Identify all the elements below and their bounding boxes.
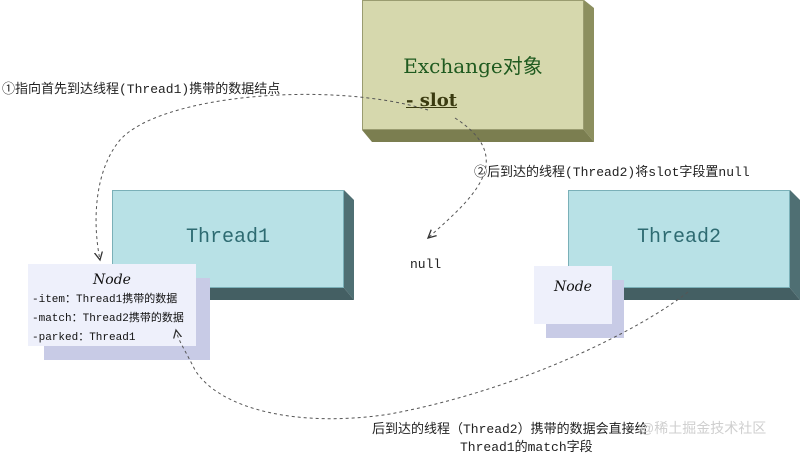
exchange-slot-field: - slot (406, 90, 458, 111)
annotation-step1: ①指向首先到达线程(Thread1)携带的数据结点 (2, 82, 281, 97)
thread1-label: Thread1 (185, 226, 270, 249)
node1-title: Node (93, 272, 131, 288)
arrow-slot-to-node1 (96, 93, 429, 260)
node2-title: Node (554, 279, 592, 295)
null-label: null (410, 257, 442, 272)
exchange-box (362, 0, 584, 130)
annotation-step2: ②后到达的线程(Thread2)将slot字段置null (474, 165, 750, 180)
node1-field-match: -match：Thread2携带的数据 (32, 313, 184, 325)
node2-card: Node (534, 266, 612, 324)
node1-card: Node -item：Thread1携带的数据 -match：Thread2携带… (28, 264, 196, 346)
exchange-title: Exchange对象 (403, 54, 543, 78)
arrow-slot-to-null (428, 117, 487, 238)
thread1-box-side (344, 190, 354, 300)
node1-field-parked: -parked：Thread1 (32, 332, 136, 344)
exchange-box-bottom (362, 130, 594, 142)
exchange-box-side (584, 0, 594, 142)
annotation-step3-line2: Thread1的match字段 (460, 440, 593, 455)
annotation-step3-line1: 后到达的线程（Thread2）携带的数据会直接给 (372, 422, 648, 437)
node1-field-item: -item：Thread1携带的数据 (32, 294, 178, 306)
thread2-box-bottom (568, 288, 800, 300)
thread2-box-side (790, 190, 800, 300)
watermark: @稀土掘金技术社区 (640, 420, 767, 436)
thread2-label: Thread2 (636, 226, 721, 249)
arrow-node2-to-node1-match (176, 291, 689, 420)
